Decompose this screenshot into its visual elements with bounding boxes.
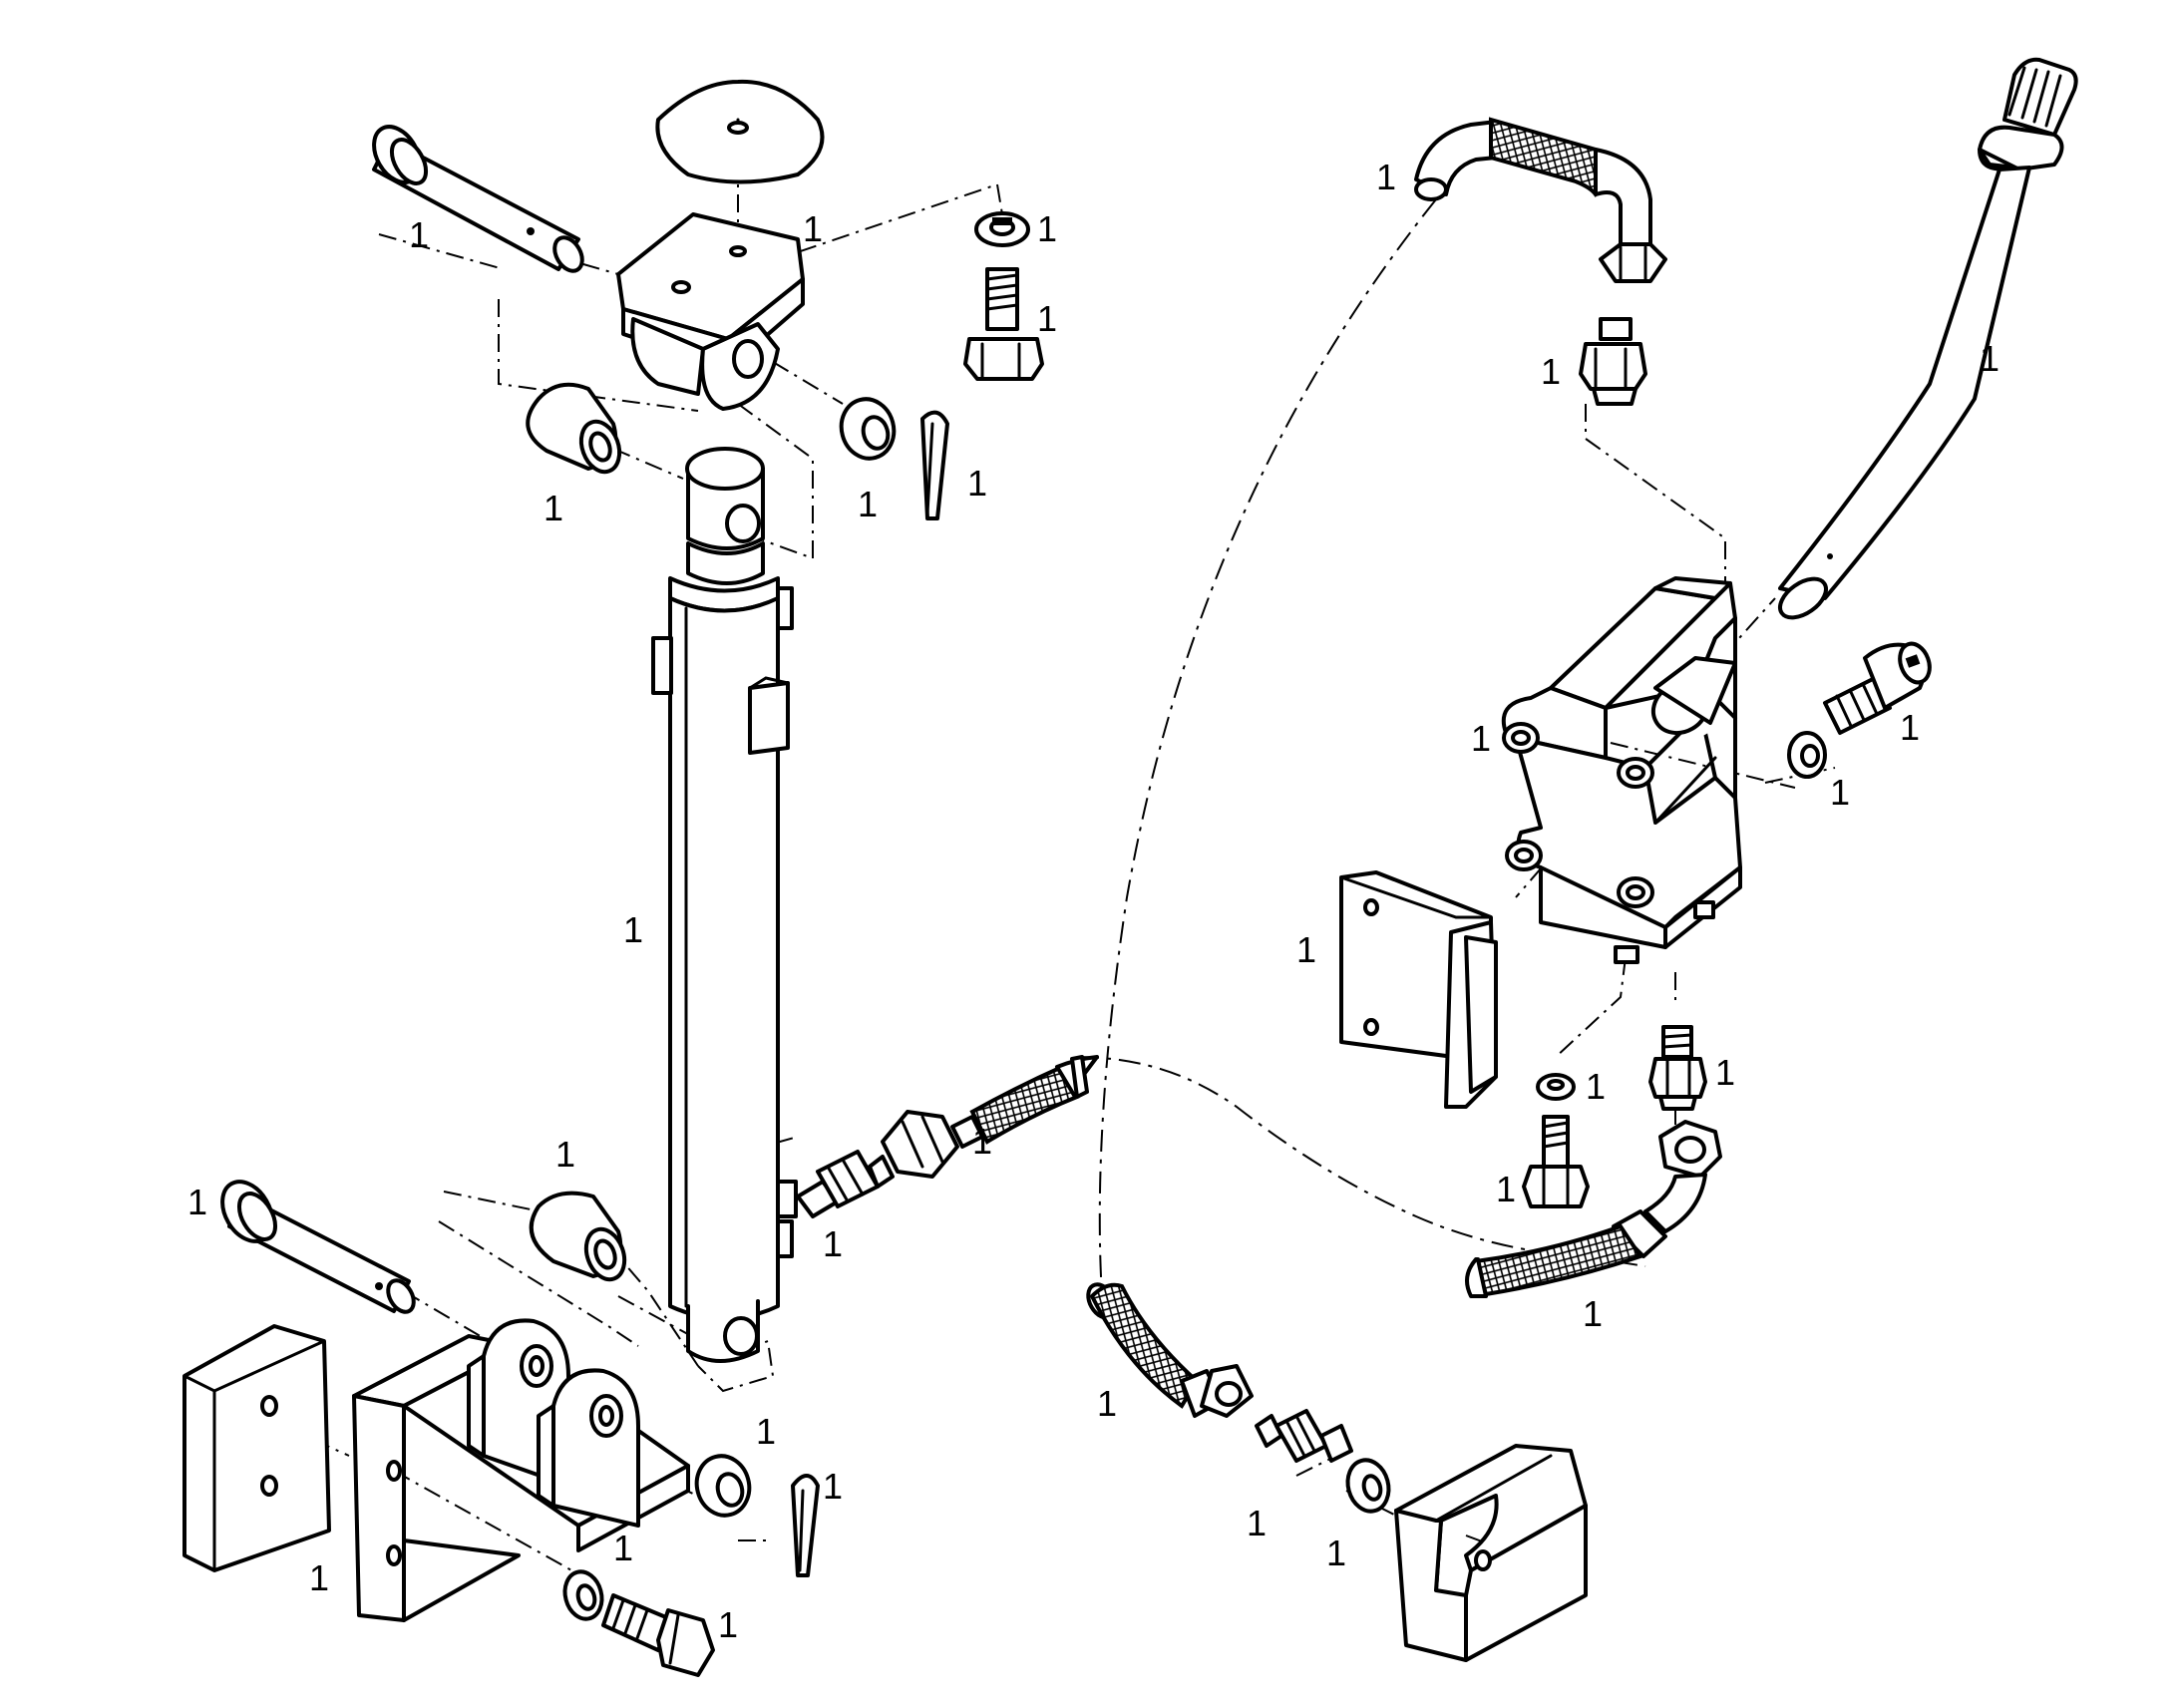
callout-top-flat-washer: 1 <box>858 484 878 524</box>
bottom-cotter-pin <box>791 1474 820 1577</box>
pump-mounting-plate <box>1339 870 1498 1109</box>
callout-bottom-pin: 1 <box>187 1182 207 1222</box>
pump-bolt <box>1522 1115 1590 1208</box>
bottom-bolt <box>601 1593 715 1677</box>
rubber-pad-left <box>182 1324 331 1572</box>
bottom-pin <box>220 1180 416 1314</box>
callout-lower-fitting: 1 <box>1247 1503 1267 1543</box>
callout-cylinder: 1 <box>623 909 643 950</box>
top-bracket <box>616 212 805 411</box>
top-lock-washer <box>974 211 1030 247</box>
callout-base-bracket: 1 <box>309 1557 329 1598</box>
base-bracket <box>352 1318 690 1622</box>
callout-top-bolt: 1 <box>1037 298 1057 339</box>
callout-pump-body: 1 <box>1471 718 1491 759</box>
callout-top-pin: 1 <box>409 214 429 255</box>
bottom-flat-washer <box>694 1454 752 1518</box>
pump-inlet-adapter <box>1579 317 1647 406</box>
lower-washer <box>1345 1458 1391 1514</box>
callout-pump-hose: 1 <box>1376 157 1396 197</box>
callout-cyl-hose: 1 <box>972 1121 992 1162</box>
top-bolt <box>963 267 1044 381</box>
callout-return-hose: 1 <box>1583 1293 1603 1334</box>
callout-top-bracket: 1 <box>803 208 823 249</box>
callout-top-bushing: 1 <box>544 488 563 528</box>
callout-bottom-cotter-pin: 1 <box>823 1466 843 1507</box>
callout-pump-outlet-fitting: 1 <box>1715 1052 1735 1093</box>
callout-pump-handle: 1 <box>1980 338 1999 379</box>
callout-pump-washer: 1 <box>1586 1066 1606 1107</box>
callout-pump-screw-washer: 1 <box>1830 772 1850 813</box>
bottom-bushing <box>529 1191 627 1282</box>
top-flat-washer <box>839 397 897 461</box>
callout-bottom-lock-washer: 1 <box>613 1528 633 1568</box>
top-pad <box>655 79 825 184</box>
callout-bottom-bushing: 1 <box>555 1134 575 1175</box>
bottom-lock-washer <box>562 1569 604 1621</box>
pump-handle <box>1778 57 2078 620</box>
callout-pump-plate: 1 <box>1296 929 1316 970</box>
callout-lower-washer: 1 <box>1326 1533 1346 1573</box>
cylinder-fitting <box>796 1150 895 1218</box>
lower-hose <box>1086 1282 1254 1418</box>
callout-labels: 1 1 1 1 1 1 1 1 1 1 1 1 1 1 1 1 1 1 1 1 … <box>187 157 1999 1645</box>
cylinder-hose <box>881 1055 1099 1179</box>
top-cotter-pin <box>920 410 949 520</box>
callout-bottom-bolt: 1 <box>718 1604 738 1645</box>
pump-washer <box>1536 1073 1576 1101</box>
callout-pump-adapter: 1 <box>1541 351 1561 392</box>
callout-pump-bolt: 1 <box>1496 1169 1516 1209</box>
callout-cyl-fitting: 1 <box>823 1223 843 1264</box>
top-pin <box>372 125 584 273</box>
callout-lower-hose: 1 <box>1097 1383 1117 1424</box>
top-bushing <box>526 382 622 475</box>
pump-body <box>1501 576 1742 964</box>
callout-pump-mount-screw: 1 <box>1900 707 1920 748</box>
callout-top-cotter-pin: 1 <box>967 463 987 504</box>
pump-screw-washer <box>1787 731 1827 779</box>
pump-outlet-fitting <box>1648 1025 1707 1111</box>
pump-supply-hose <box>1414 117 1667 283</box>
u-block <box>1394 1444 1588 1662</box>
return-hose <box>1465 1120 1722 1298</box>
hydraulic-cylinder <box>651 447 798 1363</box>
callout-bottom-flat-washer: 1 <box>756 1411 776 1452</box>
lower-fitting <box>1255 1409 1353 1463</box>
pump-mount-screw <box>1823 641 1932 735</box>
callout-top-washer: 1 <box>1037 208 1057 249</box>
